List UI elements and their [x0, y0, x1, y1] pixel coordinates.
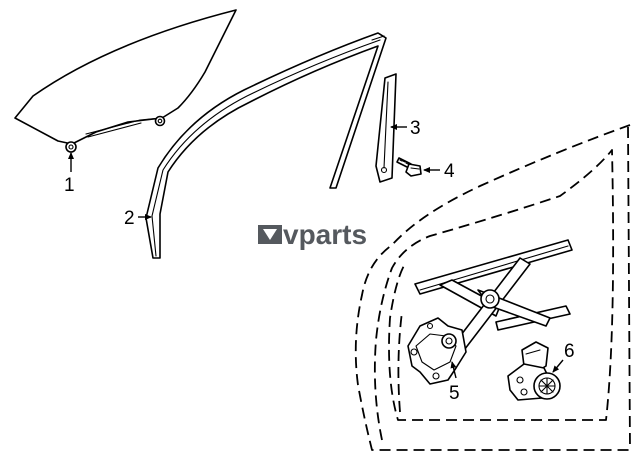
rear-channel-icon: [375, 73, 397, 183]
window-regulator-icon: [407, 239, 573, 385]
callout-4: 4: [444, 161, 455, 182]
watermark-logo: vparts: [258, 219, 367, 250]
callout-3: 3: [410, 118, 421, 139]
callout-6: 6: [564, 341, 575, 362]
callout-leaders: [68, 124, 564, 379]
window-motor-icon: [507, 341, 561, 401]
callout-5: 5: [449, 383, 460, 404]
callout-1: 1: [64, 175, 75, 196]
watermark-text: vparts: [283, 219, 367, 250]
callout-2: 2: [124, 208, 135, 229]
bolt-icon: [396, 157, 422, 177]
door-outline-icon: [354, 124, 631, 451]
glass-run-channel-icon: [145, 32, 387, 259]
door-glass-icon: [14, 9, 237, 153]
